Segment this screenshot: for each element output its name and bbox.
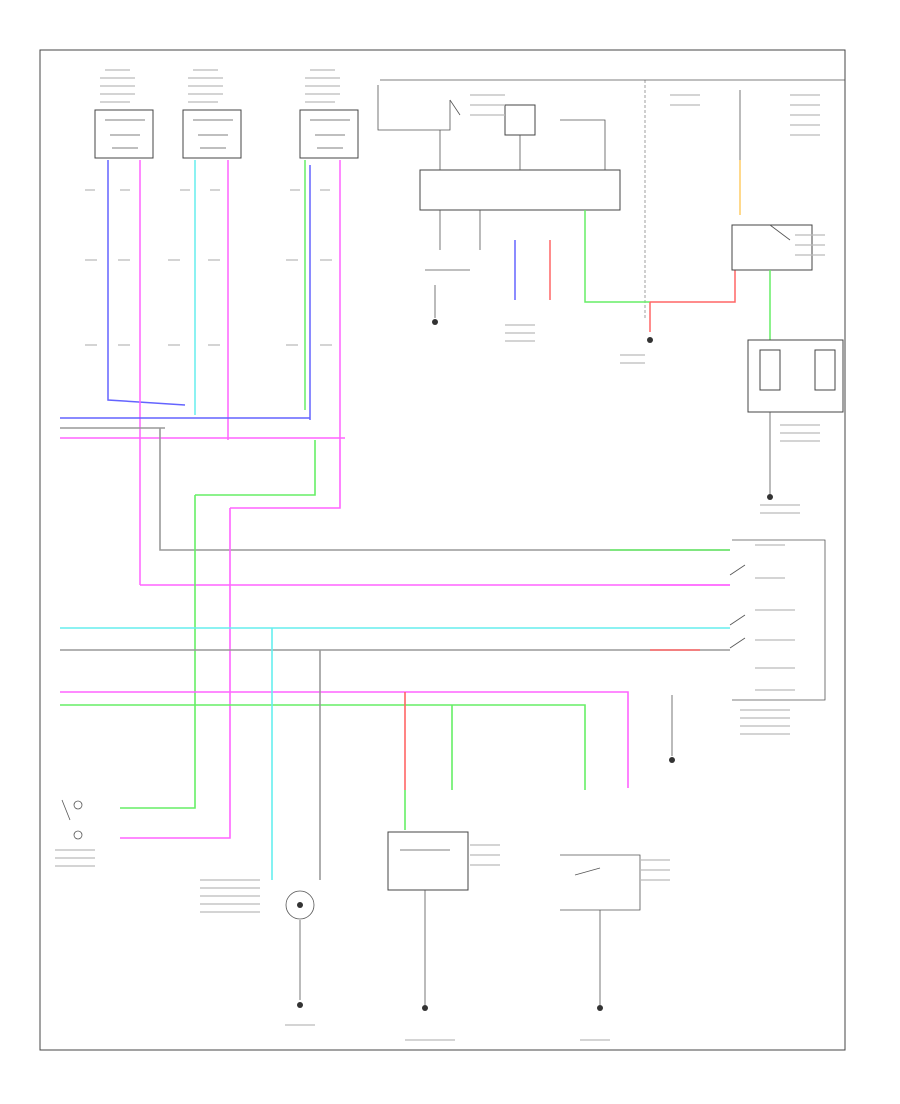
ground-icon: [669, 757, 675, 763]
label-marks: [55, 94, 825, 1041]
sensor-center: [182, 109, 242, 159]
ground-icon: [767, 494, 773, 500]
sensor-right: [299, 109, 359, 159]
ground-icon: [647, 337, 653, 343]
right-switch-block: [669, 539, 826, 763]
ground-icon: [422, 1005, 428, 1011]
bottom-left-connector: [61, 799, 83, 840]
bottom-switch-left: [285, 890, 315, 1008]
bottom-module-right: [560, 854, 641, 1011]
diagram-frame: [39, 49, 846, 1051]
ground-icon: [432, 319, 438, 325]
fuse-feed: [731, 90, 844, 500]
sensor-wires: [107, 160, 341, 585]
bottom-module-center: [387, 831, 469, 1011]
sensor-left: [94, 109, 154, 159]
sensor-header-marks: [100, 69, 340, 103]
relay-module: [377, 79, 845, 320]
bus-lines: [60, 417, 730, 880]
ground-icon: [597, 1005, 603, 1011]
ground-icon: [297, 1002, 303, 1008]
relay-outputs: [514, 210, 736, 332]
